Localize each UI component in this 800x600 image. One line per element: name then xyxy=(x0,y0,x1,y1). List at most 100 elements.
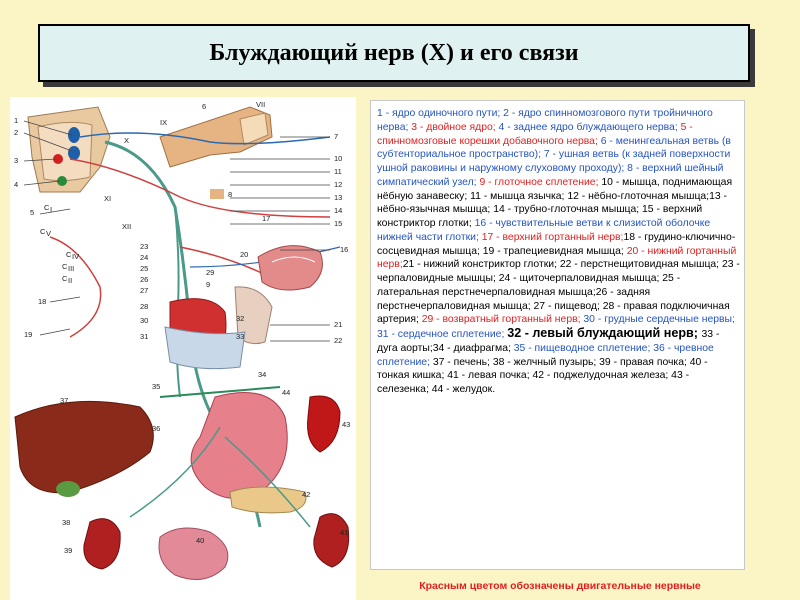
stomach xyxy=(190,392,288,499)
label-4: 4 xyxy=(14,180,18,189)
legend-item: 18 - грудино-ключично-сосцевидная мышца;… xyxy=(377,231,736,257)
label-19: 19 xyxy=(24,330,32,339)
gallbladder xyxy=(56,481,80,497)
label-3: 3 xyxy=(14,156,18,165)
legend-item: 17 - верхний гортанный нерв; xyxy=(481,231,624,243)
legend-item: 26 - задняя перстнечерпаловидная мышца; … xyxy=(377,286,730,326)
legend-box: 1 - ядро одиночного пути; 2 - ядро спинн… xyxy=(370,100,745,570)
small-intestine xyxy=(158,527,229,580)
label-37: 37 xyxy=(60,396,68,405)
vagus-nerve-diagram: 1 2 3 4 5 18 19 7 10 11 12 13 14 15 16 1… xyxy=(14,100,350,580)
legend-item: 20 - нижний гортанный нерв; xyxy=(377,245,737,271)
label-9: 9 xyxy=(206,280,210,289)
label-16: 16 xyxy=(340,245,348,254)
legend-item: 2 - ядро спинномозгового пути тройничног… xyxy=(377,108,713,133)
diagram-labels: 1 2 3 4 5 18 19 7 10 11 12 13 14 15 16 1… xyxy=(14,100,350,555)
label-c5-sub: V xyxy=(46,229,51,238)
footer-note: Красным цветом обозначены двигательные н… xyxy=(370,580,750,593)
label-39: 39 xyxy=(64,546,72,555)
spleen xyxy=(307,395,341,453)
label-c3-sub: III xyxy=(68,264,74,273)
sensory-nerve-a xyxy=(79,132,331,145)
nucleus-2 xyxy=(68,146,80,160)
legend-item: 4 - заднее ядро блуждающего нерва; xyxy=(498,121,681,133)
pancreas xyxy=(229,486,307,514)
label-34: 34 xyxy=(258,370,266,379)
label-27: 27 xyxy=(140,286,148,295)
legend-item: 1 - ядро одиночного пути; xyxy=(377,108,504,119)
label-X: X xyxy=(124,136,129,145)
label-XI: XI xyxy=(104,194,111,203)
anatomy-illustration: 1 2 3 4 5 18 19 7 10 11 12 13 14 15 16 1… xyxy=(10,97,356,600)
medulla xyxy=(37,121,93,182)
label-c1: C xyxy=(44,203,50,212)
pharynx-stripe xyxy=(271,256,316,263)
label-44: 44 xyxy=(282,388,290,397)
legend-item: 21 - нижний констриктор глотки; 22 - пер… xyxy=(377,259,740,298)
right-kidney xyxy=(83,518,121,570)
motor-nerve-a xyxy=(69,158,331,218)
liver xyxy=(14,400,154,494)
label-40: 40 xyxy=(196,536,204,545)
legend-item: 35 - пищеводное сплетение; 36 - чревное … xyxy=(377,342,714,368)
label-c1-sub: I xyxy=(50,205,52,214)
left-kidney xyxy=(313,513,350,568)
legend-text: 1 - ядро одиночного пути; 2 - ядро спинн… xyxy=(377,108,740,395)
label-36: 36 xyxy=(152,424,160,433)
label-11: 11 xyxy=(334,167,342,176)
nucleus-4 xyxy=(57,176,67,186)
ganglion-8 xyxy=(210,189,224,199)
legend-item: 30 - грудные сердечные нервы; 31 - серде… xyxy=(377,314,735,340)
label-30: 30 xyxy=(140,316,148,325)
esophagus xyxy=(159,386,281,398)
page-title: Блуждающий нерв (Х) и его связи xyxy=(209,39,579,66)
legend-item: 37 - печень; 38 - желчный пузырь; 39 - п… xyxy=(377,356,708,396)
title-box: Блуждающий нерв (Х) и его связи xyxy=(38,24,750,82)
label-13: 13 xyxy=(334,193,342,202)
label-14: 14 xyxy=(334,206,342,215)
label-c5: C xyxy=(40,227,46,236)
label-15: 15 xyxy=(334,219,342,228)
legend-item: 6 - менингеальная ветвь (в субтенториаль… xyxy=(377,135,731,188)
motor-nerve-c xyxy=(179,246,271,278)
label-32: 32 xyxy=(236,314,244,323)
label-33: 33 xyxy=(236,332,244,341)
abdominal-branch-a xyxy=(129,426,221,518)
label-20: 20 xyxy=(240,250,248,259)
label-7: 7 xyxy=(334,132,338,141)
legend-item: 34 - диафрагма; xyxy=(432,342,514,354)
label-c2-sub: II xyxy=(68,276,72,285)
label-26: 26 xyxy=(140,275,148,284)
label-28: 28 xyxy=(140,302,148,311)
label-42: 42 xyxy=(302,490,310,499)
legend-item: 5 - спинномозговые корешки добавочного н… xyxy=(377,121,693,147)
legend-item: 3 - двойное ядро; xyxy=(411,121,499,133)
label-12: 12 xyxy=(334,180,342,189)
label-41: 41 xyxy=(340,528,348,537)
legend-item: 29 - возвратный гортанный нерв; xyxy=(421,314,584,326)
label-21: 21 xyxy=(334,320,342,329)
label-c2: C xyxy=(62,274,68,283)
label-c4-sub: IV xyxy=(72,252,79,261)
label-2: 2 xyxy=(14,128,18,137)
motor-nerve-b xyxy=(49,236,102,338)
legend-item: 33 - дуга аорты; xyxy=(377,329,720,354)
label-43: 43 xyxy=(342,420,350,429)
abdominal-branch-b xyxy=(224,436,311,528)
label-1: 1 xyxy=(14,116,18,125)
footer-text: Красным цветом обозначены двигательные н… xyxy=(419,580,701,592)
legend-item: 9 - глоточное сплетение; xyxy=(479,176,602,188)
trachea xyxy=(164,326,246,370)
label-8: 8 xyxy=(228,190,232,199)
legend-item: 32 - левый блуждающий нерв; xyxy=(507,326,702,340)
label-IX: IX xyxy=(160,118,167,127)
legend-item: 16 - чувствительные ветви к слизистой об… xyxy=(377,218,711,243)
label-18: 18 xyxy=(38,297,46,306)
label-VII: VII xyxy=(256,100,265,109)
label-c4: C xyxy=(66,250,72,259)
label-38: 38 xyxy=(62,518,70,527)
nucleus-3 xyxy=(53,154,63,164)
label-c3: C xyxy=(62,262,68,271)
label-17: 17 xyxy=(262,214,270,223)
label-23: 23 xyxy=(140,242,148,251)
